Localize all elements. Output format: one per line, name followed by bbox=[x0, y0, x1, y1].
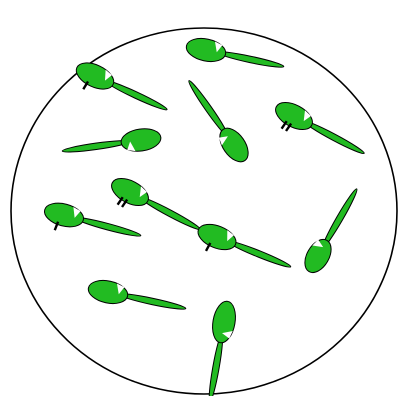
dish-scene bbox=[0, 0, 399, 396]
